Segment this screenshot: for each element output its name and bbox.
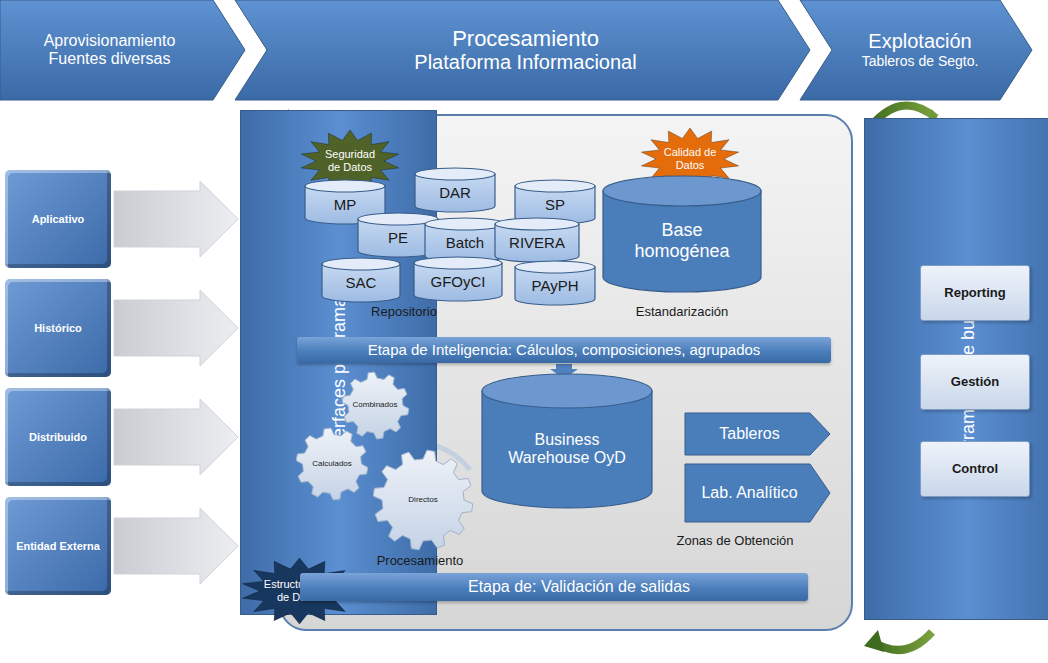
phase-chevron: ProcesamientoPlataforma Informacional — [235, 0, 810, 100]
node-title: Etapa de Inteligencia: Cálculos, composi… — [368, 341, 761, 358]
database-cylinder: Business Warehouse OyD — [482, 374, 652, 508]
node-title: PE — [388, 229, 408, 246]
node-title: Procesamiento — [452, 26, 599, 51]
repository-cylinder: Batch — [425, 218, 505, 262]
gear: Directos — [373, 450, 473, 550]
output-box: Reporting — [920, 265, 1030, 321]
node-title: Aplicativo — [32, 213, 85, 226]
source-block: Distribuido — [5, 388, 111, 486]
stage-band: Etapa de Inteligencia: Cálculos, composi… — [297, 337, 831, 363]
node-title: Batch — [446, 234, 484, 251]
node-title: DAR — [439, 184, 471, 201]
repository-cylinder: SP — [515, 180, 595, 224]
repository-cylinder: RIVERA — [495, 218, 579, 262]
node-title: Distribuido — [29, 431, 87, 444]
node-title: RIVERA — [509, 234, 565, 251]
phase-chevron: ExplotaciónTableros de Segto. — [800, 0, 1032, 100]
node-title: PAyPH — [532, 277, 579, 294]
source-block: Aplicativo — [5, 170, 111, 268]
node-title: Reporting — [944, 286, 1005, 301]
node-title: Etapa de: Validación de salidas — [468, 578, 690, 596]
node-title: Seguridad de Datos — [321, 148, 379, 173]
source-block: Histórico — [5, 279, 111, 377]
repository-cylinder: GFOyCI — [414, 257, 502, 301]
area-label: Zonas de Obtención — [676, 533, 793, 548]
node-title: Business Warehouse OyD — [502, 431, 632, 468]
area-label: Repositorio — [371, 304, 437, 319]
node-title: Calidad de Datos — [661, 146, 719, 171]
node-title: SAC — [346, 274, 377, 291]
cycle-arrow — [864, 630, 932, 652]
node-title: Histórico — [34, 322, 82, 335]
node-title: SP — [545, 196, 565, 213]
node-title: Explotación — [868, 30, 971, 53]
node-title: Calculados — [312, 459, 352, 468]
database-cylinder: Base homogénea — [603, 176, 761, 292]
node-subtitle: Fuentes diversas — [49, 50, 171, 68]
repository-cylinder: DAR — [415, 168, 495, 212]
phase-chevron: AprovisionamientoFuentes diversas — [0, 0, 245, 100]
source-block: Entidad Externa — [5, 497, 111, 595]
node-title: Directos — [408, 495, 437, 504]
node-title: Tableros — [719, 425, 779, 443]
node-title: Aprovisionamiento — [44, 32, 176, 50]
stage-band: Etapa de: Validación de salidas — [300, 573, 808, 601]
output-arrow: Lab. Analítico — [685, 464, 830, 522]
area-label: Procesamiento — [377, 553, 464, 568]
output-arrow: Tableros — [685, 413, 830, 455]
flow-arrow — [114, 399, 238, 475]
node-subtitle: Plataforma Informacional — [414, 51, 636, 74]
node-title: Base homogénea — [617, 220, 747, 261]
node-title: Combinados — [353, 400, 398, 409]
node-title: MP — [334, 196, 357, 213]
repository-cylinder: SAC — [322, 258, 400, 302]
node-title: Entidad Externa — [16, 540, 100, 553]
repository-cylinder: PAyPH — [515, 261, 595, 305]
gear: Calculados — [296, 428, 368, 500]
node-subtitle: Tableros de Segto. — [862, 53, 979, 69]
area-label: Estandarización — [636, 304, 729, 319]
flow-arrow — [114, 181, 238, 257]
flow-arrow — [114, 290, 238, 366]
node-title: GFOyCI — [431, 273, 486, 290]
node-title: Control — [952, 462, 998, 477]
output-box: Control — [920, 441, 1030, 497]
flow-arrow — [114, 508, 238, 584]
node-title: Lab. Analítico — [701, 484, 797, 502]
output-box: Gestión — [920, 354, 1030, 410]
gear: Combinados — [342, 372, 409, 439]
node-title: Gestión — [951, 375, 999, 390]
